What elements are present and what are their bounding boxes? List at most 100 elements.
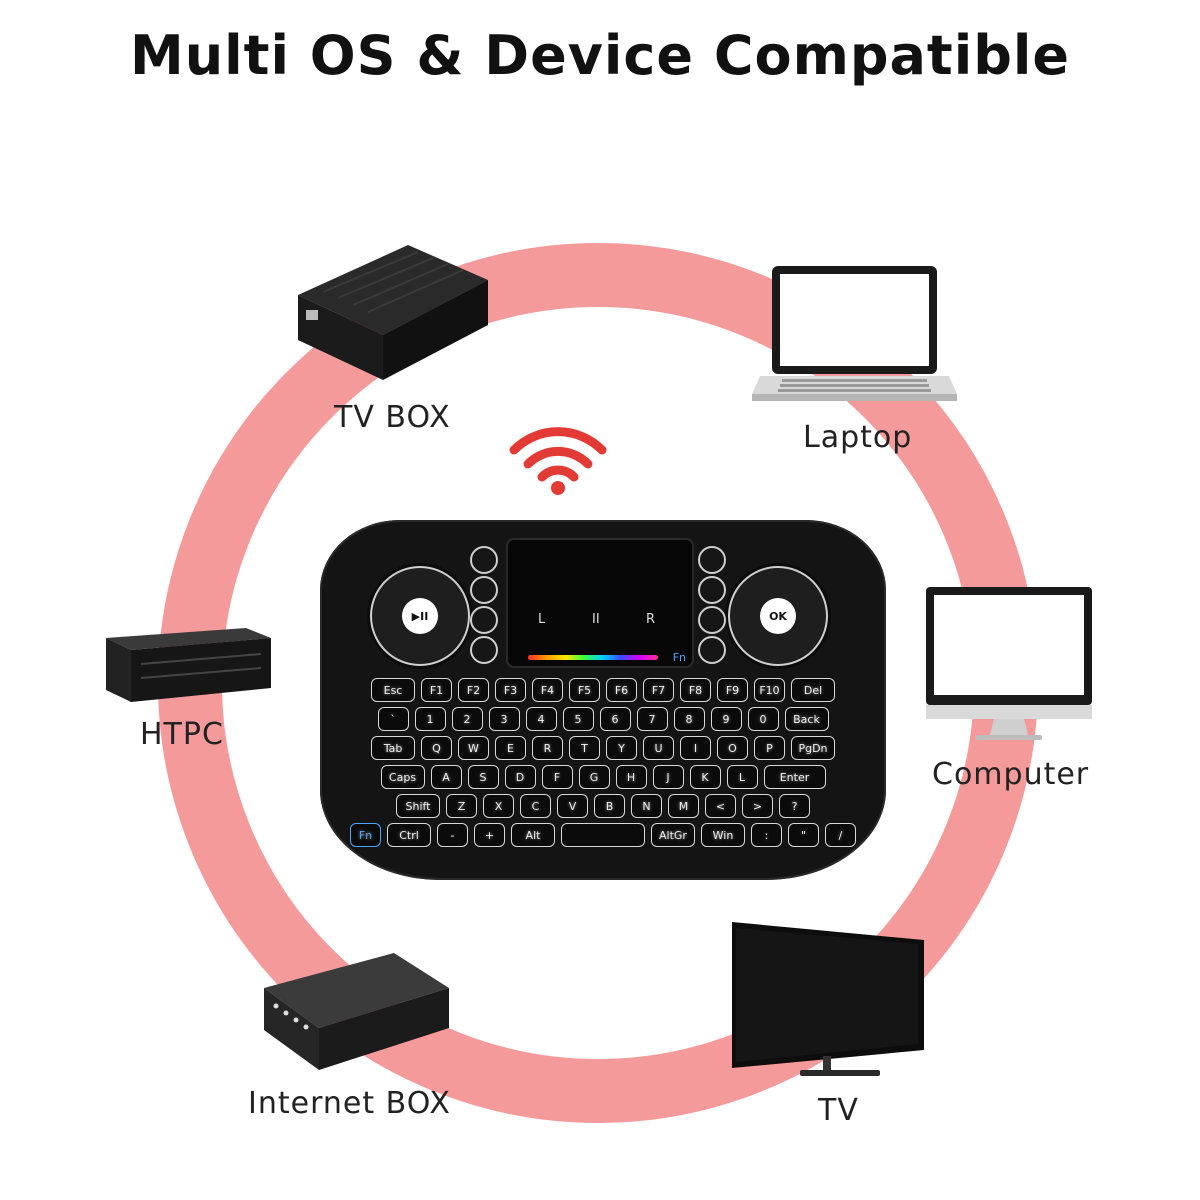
key[interactable]: 3 xyxy=(488,707,520,731)
key[interactable]: A xyxy=(430,765,462,789)
key[interactable]: X xyxy=(483,794,514,818)
key[interactable]: F4 xyxy=(532,678,563,702)
key[interactable]: 6 xyxy=(599,707,631,731)
key[interactable]: Ctrl xyxy=(387,823,431,847)
key[interactable]: Q xyxy=(421,736,452,760)
key[interactable]: I xyxy=(680,736,711,760)
key[interactable]: Shift xyxy=(396,794,440,818)
key[interactable]: B xyxy=(594,794,625,818)
key[interactable]: N xyxy=(631,794,662,818)
key[interactable]: Enter xyxy=(763,765,826,789)
key[interactable]: AltGr xyxy=(651,823,695,847)
laptop-image xyxy=(752,262,957,407)
key[interactable]: F1 xyxy=(421,678,452,702)
key[interactable]: G xyxy=(578,765,610,789)
page-title: Multi OS & Device Compatible xyxy=(129,24,1071,87)
side-button-3[interactable] xyxy=(470,636,498,664)
side-button-2[interactable] xyxy=(470,606,498,634)
key[interactable]: 1 xyxy=(414,707,446,731)
tv-image xyxy=(728,920,928,1085)
key[interactable]: L xyxy=(726,765,758,789)
touchpad-rainbow-strip xyxy=(528,655,658,660)
key[interactable]: Win xyxy=(701,823,745,847)
search-button[interactable] xyxy=(698,546,726,574)
key[interactable]: F10 xyxy=(754,678,785,702)
ok-button[interactable]: OK xyxy=(760,598,796,634)
key[interactable]: " xyxy=(788,823,819,847)
key[interactable]: F2 xyxy=(458,678,489,702)
label-computer: Computer xyxy=(932,757,1090,792)
key[interactable]: F5 xyxy=(569,678,600,702)
key[interactable]: ` xyxy=(377,707,409,731)
key[interactable]: U xyxy=(643,736,674,760)
label-laptop: Laptop xyxy=(803,420,913,455)
key[interactable]: O xyxy=(717,736,748,760)
key[interactable]: Tab xyxy=(371,736,415,760)
key[interactable]: W xyxy=(458,736,489,760)
touchpad[interactable]: L II R Fn xyxy=(506,538,694,668)
key[interactable]: R xyxy=(532,736,563,760)
key[interactable]: + xyxy=(474,823,505,847)
key[interactable]: 2 xyxy=(451,707,483,731)
key[interactable]: F9 xyxy=(717,678,748,702)
key[interactable]: J xyxy=(652,765,684,789)
key[interactable]: 5 xyxy=(562,707,594,731)
key[interactable]: F6 xyxy=(606,678,637,702)
key[interactable]: E xyxy=(495,736,526,760)
touchpad-left-label: L xyxy=(538,612,546,627)
key[interactable]: Z xyxy=(446,794,477,818)
key[interactable]: ? xyxy=(779,794,810,818)
key[interactable]: F7 xyxy=(643,678,674,702)
key[interactable]: 9 xyxy=(710,707,742,731)
tv-box-image xyxy=(288,240,498,390)
media-dpad[interactable]: ▶II xyxy=(370,566,470,666)
key[interactable]: - xyxy=(437,823,468,847)
key[interactable]: D xyxy=(504,765,536,789)
key[interactable]: 7 xyxy=(636,707,668,731)
side-button-5[interactable] xyxy=(698,606,726,634)
side-button-6[interactable] xyxy=(698,636,726,664)
navigation-dpad[interactable]: OK xyxy=(728,566,828,666)
key[interactable]: Esc xyxy=(371,678,415,702)
key[interactable]: C xyxy=(520,794,551,818)
key[interactable]: : xyxy=(751,823,782,847)
key[interactable]: M xyxy=(668,794,699,818)
key[interactable]: PgDn xyxy=(791,736,835,760)
key[interactable]: S xyxy=(467,765,499,789)
key[interactable]: Del xyxy=(791,678,835,702)
key[interactable]: F xyxy=(541,765,573,789)
key[interactable]: > xyxy=(742,794,773,818)
key[interactable]: P xyxy=(754,736,785,760)
htpc-image xyxy=(96,628,276,708)
key[interactable]: 4 xyxy=(525,707,557,731)
label-tv-box: TV BOX xyxy=(334,400,451,435)
touchpad-right-label: R xyxy=(646,612,656,627)
key[interactable]: Caps xyxy=(380,765,425,789)
key[interactable]: / xyxy=(825,823,856,847)
key[interactable]: K xyxy=(689,765,721,789)
key[interactable]: F3 xyxy=(495,678,526,702)
key[interactable]: H xyxy=(615,765,647,789)
side-button-1[interactable] xyxy=(470,576,498,604)
key[interactable]: 8 xyxy=(673,707,705,731)
key[interactable]: < xyxy=(705,794,736,818)
key[interactable]: Alt xyxy=(511,823,555,847)
power-button[interactable] xyxy=(470,546,498,574)
key[interactable] xyxy=(561,823,645,847)
play-pause-button[interactable]: ▶II xyxy=(402,598,438,634)
key[interactable]: Back xyxy=(784,707,829,731)
key[interactable]: Y xyxy=(606,736,637,760)
key[interactable]: F8 xyxy=(680,678,711,702)
key[interactable]: T xyxy=(569,736,600,760)
key[interactable]: 0 xyxy=(747,707,779,731)
key[interactable]: V xyxy=(557,794,588,818)
label-htpc: HTPC xyxy=(140,717,224,752)
internet-box-image xyxy=(254,948,454,1078)
side-button-4[interactable] xyxy=(698,576,726,604)
key[interactable]: Fn xyxy=(350,823,381,847)
